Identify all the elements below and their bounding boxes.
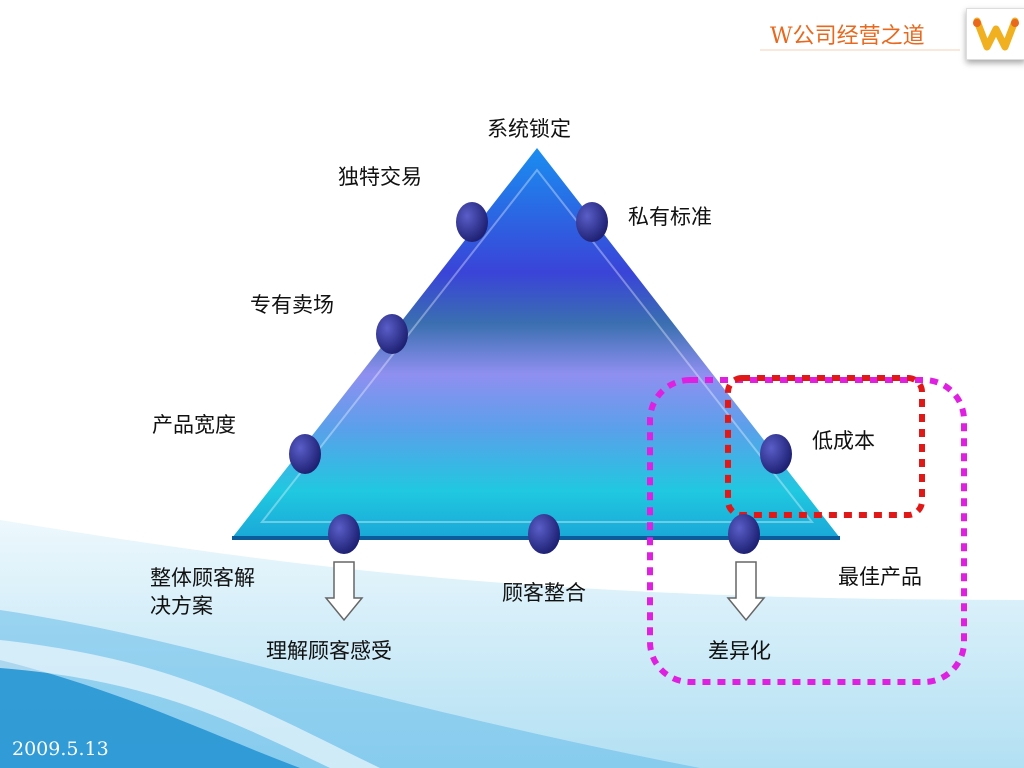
arrow-down-left-icon [324,561,364,622]
node-exclusive-market [376,314,408,354]
arrow-down-right-icon [726,561,766,622]
bg-wave-light [0,640,380,768]
low-cost-frame [725,375,925,518]
label-unique-trade: 独特交易 [338,165,422,189]
slide-date: 2009.5.13 [12,738,109,760]
node-total-solution [328,514,360,554]
label-low-cost: 低成本 [812,429,875,453]
label-total-solution: 整体顾客解决方案 [150,566,255,618]
logo-w-icon [973,17,1019,51]
node-private-standard [576,202,608,242]
node-best-product [728,514,760,554]
node-product-breadth [289,434,321,474]
label-customer-integration: 顾客整合 [502,581,586,605]
node-customer-integration [528,514,560,554]
label-private-standard: 私有标准 [628,205,712,229]
label-understand-customer: 理解顾客感受 [266,639,392,663]
company-logo [966,8,1024,60]
label-exclusive-market: 专有卖场 [250,293,334,317]
node-low-cost [760,434,792,474]
label-system-lock: 系统锁定 [487,117,571,141]
node-unique-trade [456,202,488,242]
label-differentiation: 差异化 [708,639,771,663]
label-product-breadth: 产品宽度 [152,413,236,437]
header-title: W公司经营之道 [770,24,925,49]
bg-wave-3 [0,660,300,768]
best-product-frame [647,377,967,685]
label-best-product: 最佳产品 [838,565,922,589]
pyramid-triangle [232,148,840,538]
